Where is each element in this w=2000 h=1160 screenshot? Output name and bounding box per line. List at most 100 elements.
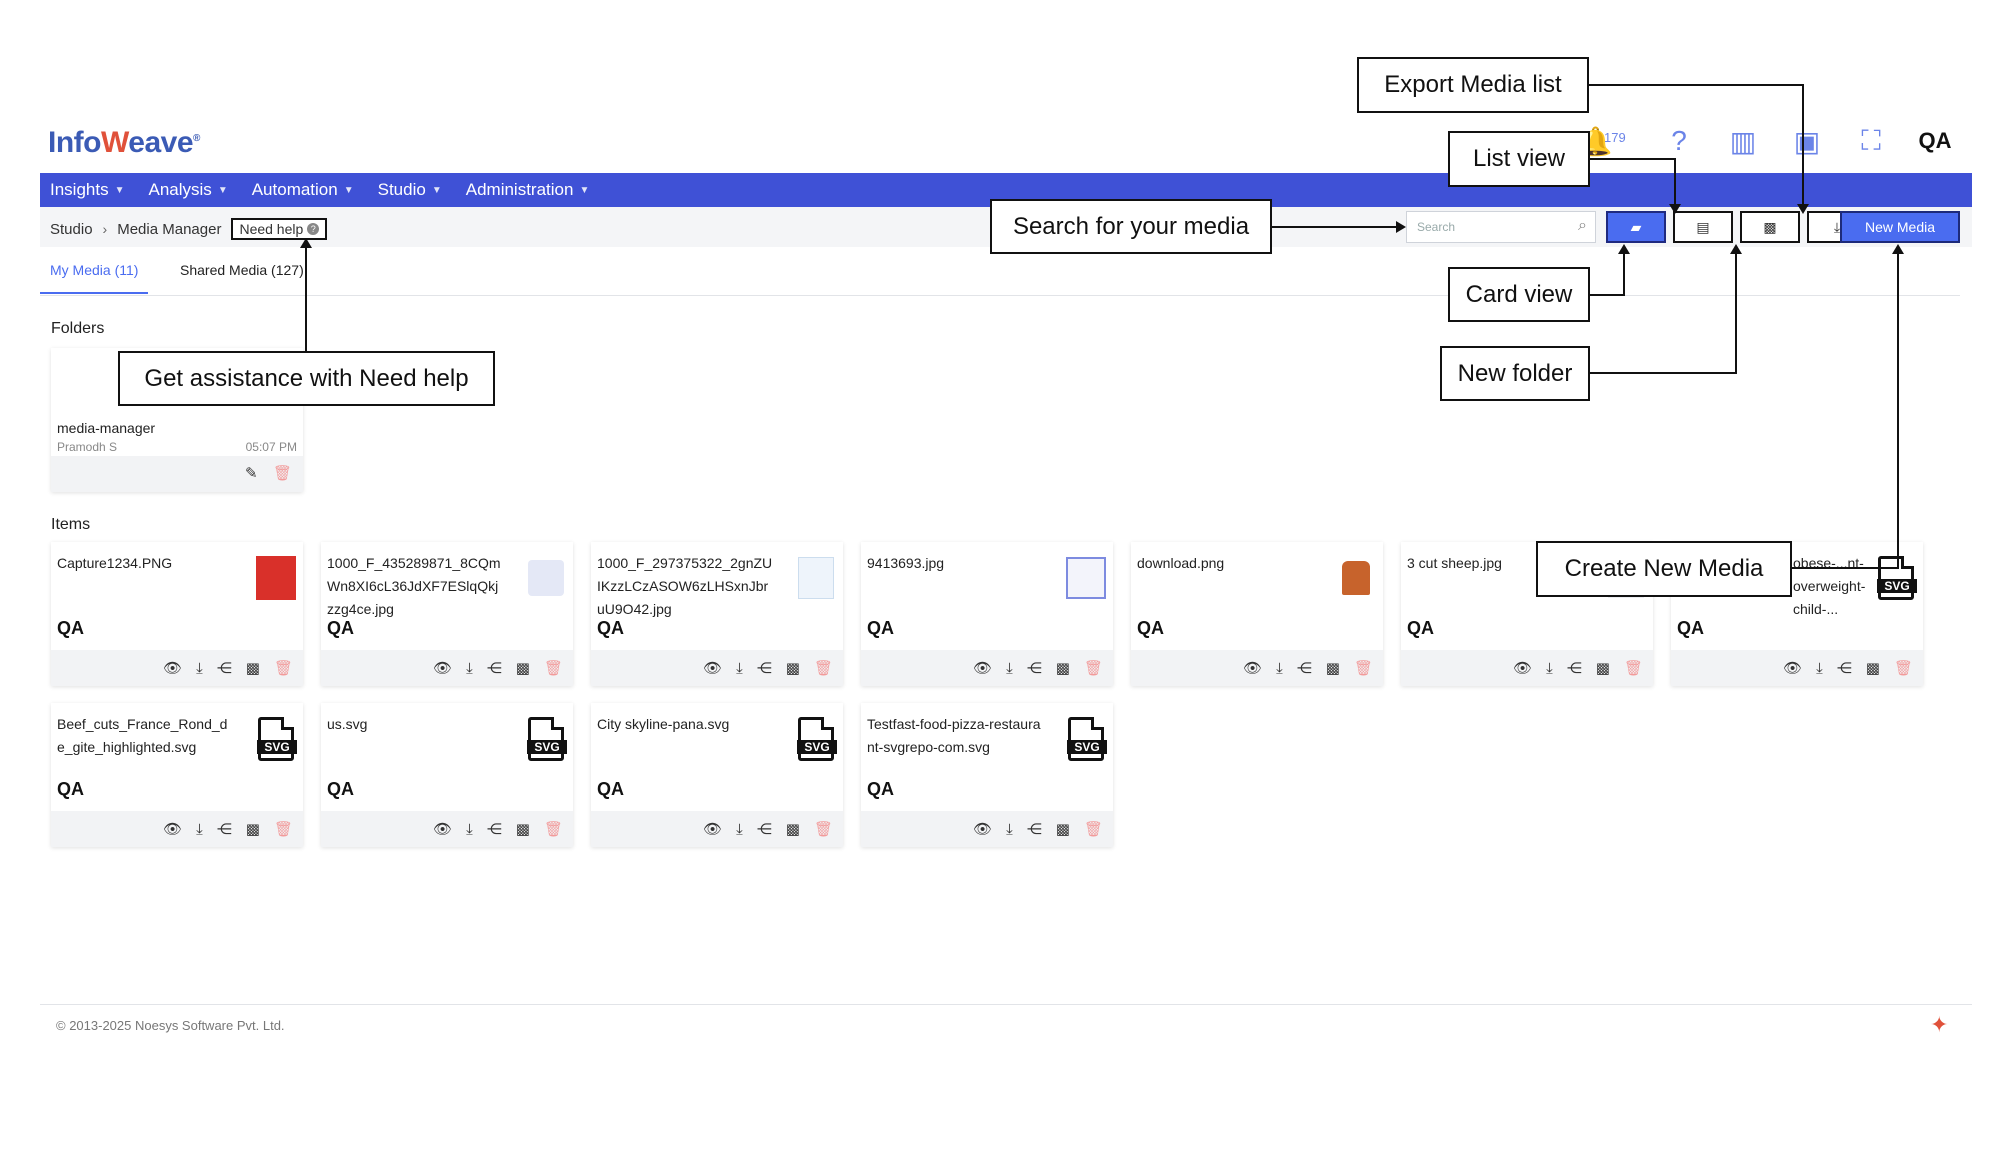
need-help-button[interactable]: Need help? [231,218,328,240]
nav-insights[interactable]: Insights▼ [50,180,125,200]
media-card[interactable]: 1000_F_297375322_2gnZUIKzzLCzASOW6zLHSxn… [591,542,843,686]
top-icons: 🔔179 ? ▥ ▣ ⛶ QA [1578,124,1952,158]
media-card[interactable]: us.svg SVG QA 👁⤓⋲▩🗑 [321,703,573,847]
eye-icon[interactable]: 👁 [973,821,993,838]
share-icon[interactable]: ⋲ [1296,660,1312,677]
library-icon[interactable]: ▥ [1729,125,1757,157]
share-icon[interactable]: ⋲ [1836,660,1852,677]
move-folder-icon[interactable]: ▩ [515,660,530,677]
share-icon[interactable]: ⋲ [1026,821,1042,838]
download-icon[interactable]: ⤓ [1546,659,1553,677]
eye-icon[interactable]: 👁 [163,821,183,838]
search-input[interactable]: Search⌕ [1406,211,1596,243]
owner-avatar: QA [327,779,354,799]
download-icon[interactable]: ⤓ [736,820,743,838]
top-bar: InfoWeave® 🔔179 ? ▥ ▣ ⛶ QA [40,118,1972,174]
move-folder-icon[interactable]: ▩ [785,660,800,677]
nav-automation[interactable]: Automation▼ [252,180,354,200]
eye-icon[interactable]: 👁 [1243,660,1263,677]
download-icon[interactable]: ⤓ [1276,659,1283,677]
delete-icon[interactable]: 🗑 [1083,821,1103,838]
download-icon[interactable]: ⤓ [1816,659,1823,677]
move-folder-icon[interactable]: ▩ [245,660,260,677]
thumbnail-image [255,556,297,600]
delete-icon[interactable]: 🗑 [273,465,293,482]
media-card[interactable]: Capture1234.PNG QA 👁⤓⋲▩🗑 [51,542,303,686]
delete-icon[interactable]: 🗑 [1083,660,1103,677]
help-icon[interactable]: ? [1671,125,1687,156]
nav-studio[interactable]: Studio▼ [378,180,442,200]
media-card[interactable]: Testfast-food-pizza-restaurant-svgrepo-c… [861,703,1113,847]
chevron-down-icon: ▼ [217,184,228,196]
media-card[interactable]: 9413693.jpg QA 👁⤓⋲▩🗑 [861,542,1113,686]
owner-avatar: QA [1407,618,1434,638]
svg-label: SVG [527,740,567,754]
svg-label: SVG [1877,579,1917,593]
share-icon[interactable]: ⋲ [486,660,502,677]
new-media-button[interactable]: New Media [1840,211,1960,243]
share-icon[interactable]: ⋲ [1566,660,1582,677]
delete-icon[interactable]: 🗑 [813,660,833,677]
move-folder-icon[interactable]: ▩ [1055,821,1070,838]
search-icon[interactable]: ⌕ [1578,217,1587,234]
delete-icon[interactable]: 🗑 [273,660,293,677]
nav-administration[interactable]: Administration▼ [466,180,590,200]
move-folder-icon[interactable]: ▩ [515,821,530,838]
media-card[interactable]: Beef_cuts_France_Rond_de_gite_highlighte… [51,703,303,847]
move-folder-icon[interactable]: ▩ [1325,660,1340,677]
move-folder-icon[interactable]: ▩ [1055,660,1070,677]
media-name: Testfast-food-pizza-restaurant-svgrepo-c… [867,716,1041,755]
eye-icon[interactable]: 👁 [1783,660,1803,677]
eye-icon[interactable]: 👁 [1513,660,1533,677]
eye-icon[interactable]: 👁 [433,660,453,677]
delete-icon[interactable]: 🗑 [1623,660,1643,677]
delete-icon[interactable]: 🗑 [543,821,563,838]
media-card[interactable]: 1000_F_435289871_8CQmWn8XI6cL36JdXF7ESlq… [321,542,573,686]
share-icon[interactable]: ⋲ [216,660,232,677]
move-folder-icon[interactable]: ▩ [1865,660,1880,677]
fullscreen-icon[interactable]: ⛶ [1861,124,1881,156]
download-icon[interactable]: ⤓ [466,659,473,677]
media-card[interactable]: download.png QA 👁⤓⋲▩🗑 [1131,542,1383,686]
download-icon[interactable]: ⤓ [1006,659,1013,677]
connector-line [1802,84,1804,206]
move-folder-icon[interactable]: ▩ [785,821,800,838]
share-icon[interactable]: ⋲ [756,660,772,677]
download-icon[interactable]: ⤓ [196,659,203,677]
delete-icon[interactable]: 🗑 [1353,660,1373,677]
media-name: 1000_F_435289871_8CQmWn8XI6cL36JdXF7ESlq… [327,555,501,617]
delete-icon[interactable]: 🗑 [543,660,563,677]
share-icon[interactable]: ⋲ [216,821,232,838]
media-icon[interactable]: ▣ [1793,125,1821,157]
delete-icon[interactable]: 🗑 [1893,660,1913,677]
chevron-down-icon: ▼ [343,184,354,196]
download-icon[interactable]: ⤓ [736,659,743,677]
eye-icon[interactable]: 👁 [703,821,723,838]
share-icon[interactable]: ⋲ [756,821,772,838]
download-icon[interactable]: ⤓ [196,820,203,838]
delete-icon[interactable]: 🗑 [273,821,293,838]
nav-analysis[interactable]: Analysis▼ [149,180,228,200]
edit-icon[interactable]: ✎ [245,465,258,482]
breadcrumb-studio[interactable]: Studio [50,220,93,238]
share-icon[interactable]: ⋲ [1026,660,1042,677]
download-icon[interactable]: ⤓ [1006,820,1013,838]
infoweave-logo[interactable]: InfoWeave® [48,126,200,160]
eye-icon[interactable]: 👁 [433,821,453,838]
eye-icon[interactable]: 👁 [163,660,183,677]
share-icon[interactable]: ⋲ [486,821,502,838]
list-view-button[interactable]: ▤ [1673,211,1733,243]
tab-my-media[interactable]: My Media (11) [40,262,149,294]
user-avatar[interactable]: QA [1918,128,1952,153]
move-folder-icon[interactable]: ▩ [245,821,260,838]
move-folder-icon[interactable]: ▩ [1595,660,1610,677]
media-card[interactable]: City skyline-pana.svg SVG QA 👁⤓⋲▩🗑 [591,703,843,847]
tab-shared-media[interactable]: Shared Media (127) [180,262,304,278]
eye-icon[interactable]: 👁 [703,660,723,677]
download-icon[interactable]: ⤓ [466,820,473,838]
delete-icon[interactable]: 🗑 [813,821,833,838]
card-view-button[interactable]: ▰ [1606,211,1666,243]
eye-icon[interactable]: 👁 [973,660,993,677]
owner-avatar: QA [57,779,84,799]
new-folder-button[interactable]: ▩ [1740,211,1800,243]
